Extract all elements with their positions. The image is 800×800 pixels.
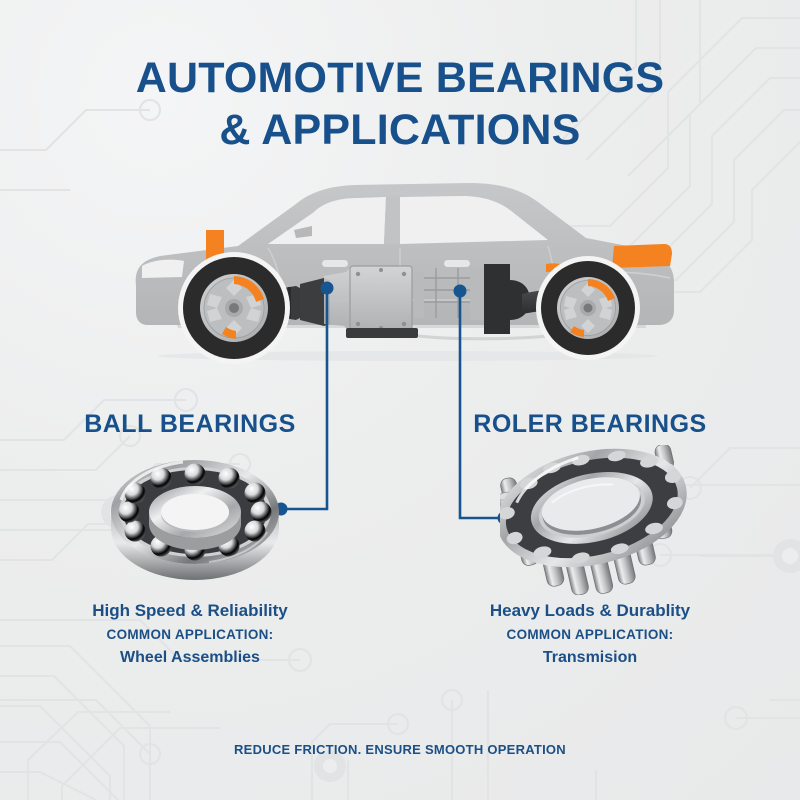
page-title: AUTOMOTIVE BEARINGS & APPLICATIONS bbox=[0, 52, 800, 157]
caption-roller-bearings: Heavy Loads & Durablity COMMON APPLICATI… bbox=[430, 598, 750, 670]
roller-bearing-illustration bbox=[496, 443, 695, 596]
ball-bearing-illustration bbox=[105, 450, 285, 585]
application-label-roller-bearings: COMMON APPLICATION: bbox=[506, 626, 674, 642]
section-heading-ball-bearings: BALL BEARINGS bbox=[84, 410, 296, 438]
rear-wheel bbox=[536, 256, 640, 360]
front-wheel bbox=[178, 252, 290, 364]
footer-tagline: REDUCE FRICTION. ENSURE SMOOTH OPERATION bbox=[234, 742, 566, 757]
title-line-1: AUTOMOTIVE BEARINGS bbox=[135, 54, 665, 102]
application-label-ball-bearings: COMMON APPLICATION: bbox=[106, 626, 274, 642]
caption-ball-bearings: High Speed & Reliability COMMON APPLICAT… bbox=[30, 598, 350, 670]
section-heading-roller-bearings: ROLER BEARINGS bbox=[473, 410, 707, 438]
application-value-roller-bearings: Transmision bbox=[542, 649, 638, 667]
benefit-roller-bearings: Heavy Loads & Durablity bbox=[489, 601, 691, 620]
application-value-ball-bearings: Wheel Assemblies bbox=[120, 649, 260, 667]
benefit-ball-bearings: High Speed & Reliability bbox=[92, 601, 288, 620]
title-line-2: & APPLICATIONS bbox=[219, 106, 581, 155]
car-cutaway-illustration bbox=[118, 168, 698, 368]
